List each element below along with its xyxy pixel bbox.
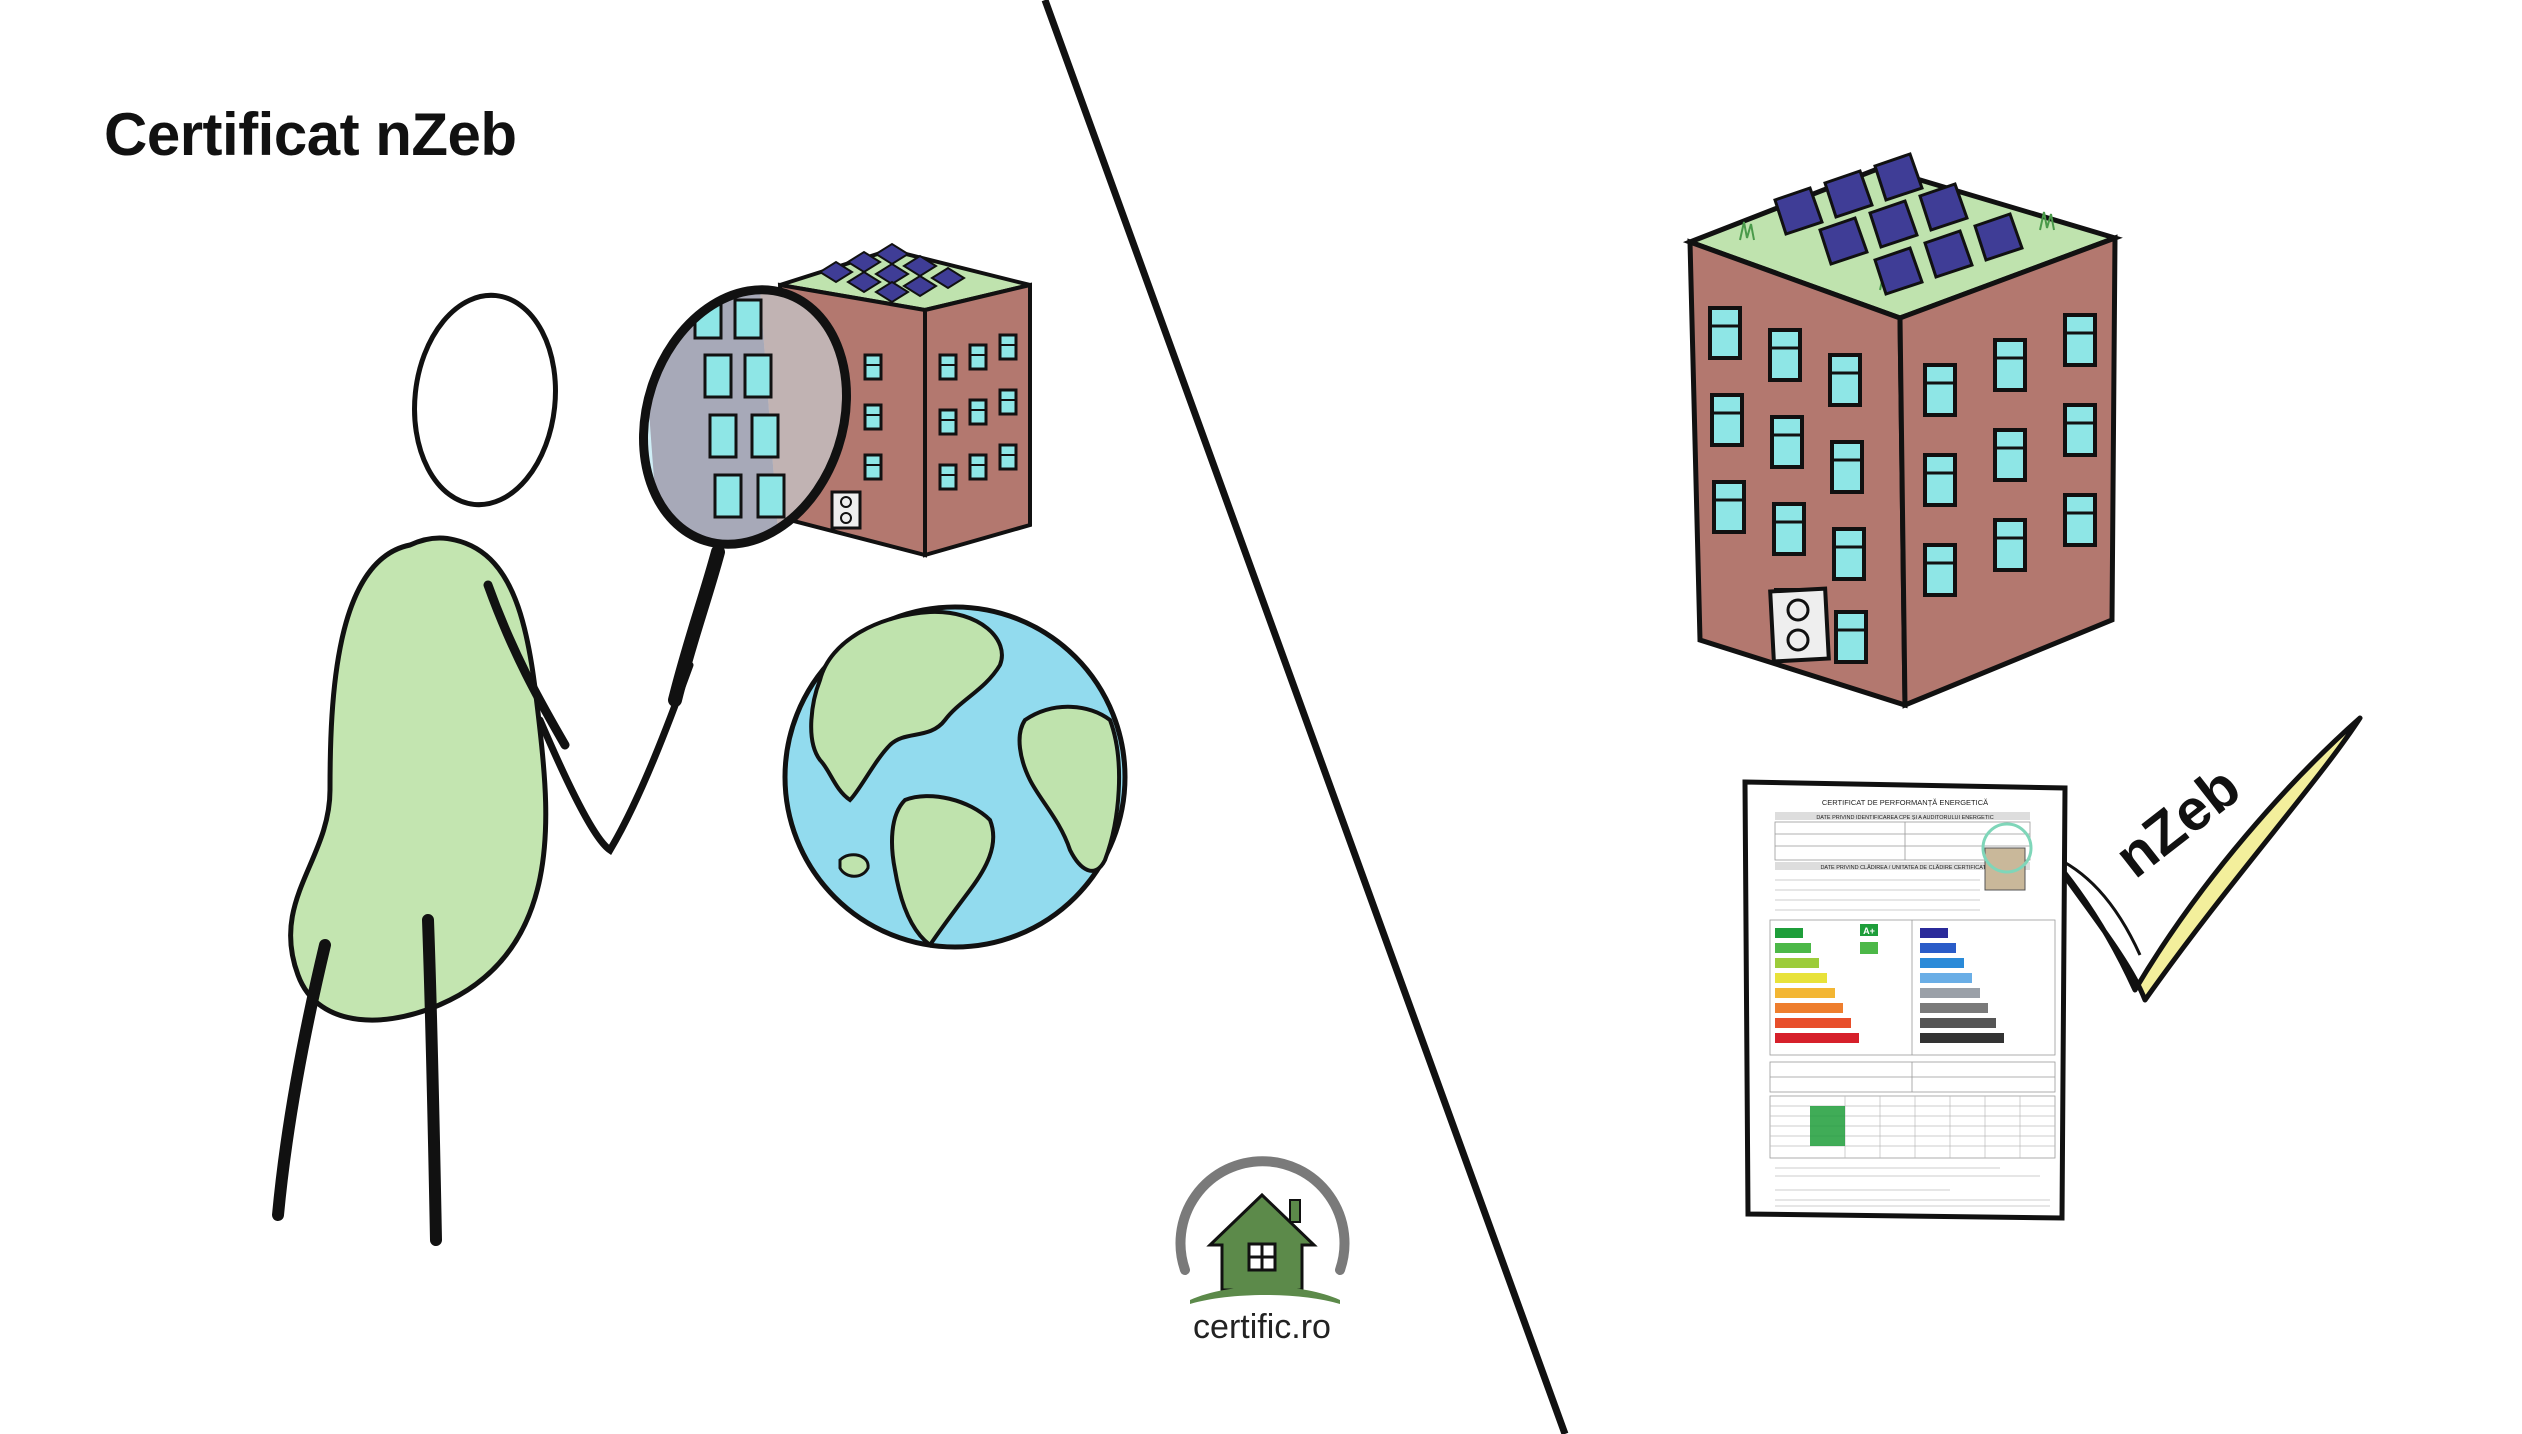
globe-icon <box>782 604 1128 950</box>
certificate-document-icon: CERTIFICAT DE PERFORMANȚĂ ENERGETICĂ DAT… <box>1742 779 2068 1221</box>
certificate-section-2: DATE PRIVIND CLĂDIREA / UNITATEA DE CLĂD… <box>1820 864 1989 871</box>
magnifying-glass-icon <box>639 285 860 707</box>
large-building-icon <box>1682 152 2123 709</box>
checkmark-icon: nZeb <box>2047 715 2363 1003</box>
logo-text: certific.ro <box>1193 1308 1331 1346</box>
certificate-heading: CERTIFICAT DE PERFORMANȚĂ ENERGETICĂ <box>1822 798 1988 807</box>
certificate-rating: A+ <box>1863 926 1875 936</box>
page-title: Certificat nZeb <box>104 101 517 168</box>
certificate-section-1: DATE PRIVIND IDENTIFICAREA CPE ȘI A AUDI… <box>1816 815 1993 821</box>
logo-house-icon: certific.ro <box>1175 1156 1350 1346</box>
stick-figure-icon <box>272 292 694 1246</box>
diagonal-divider <box>1041 0 1569 1434</box>
